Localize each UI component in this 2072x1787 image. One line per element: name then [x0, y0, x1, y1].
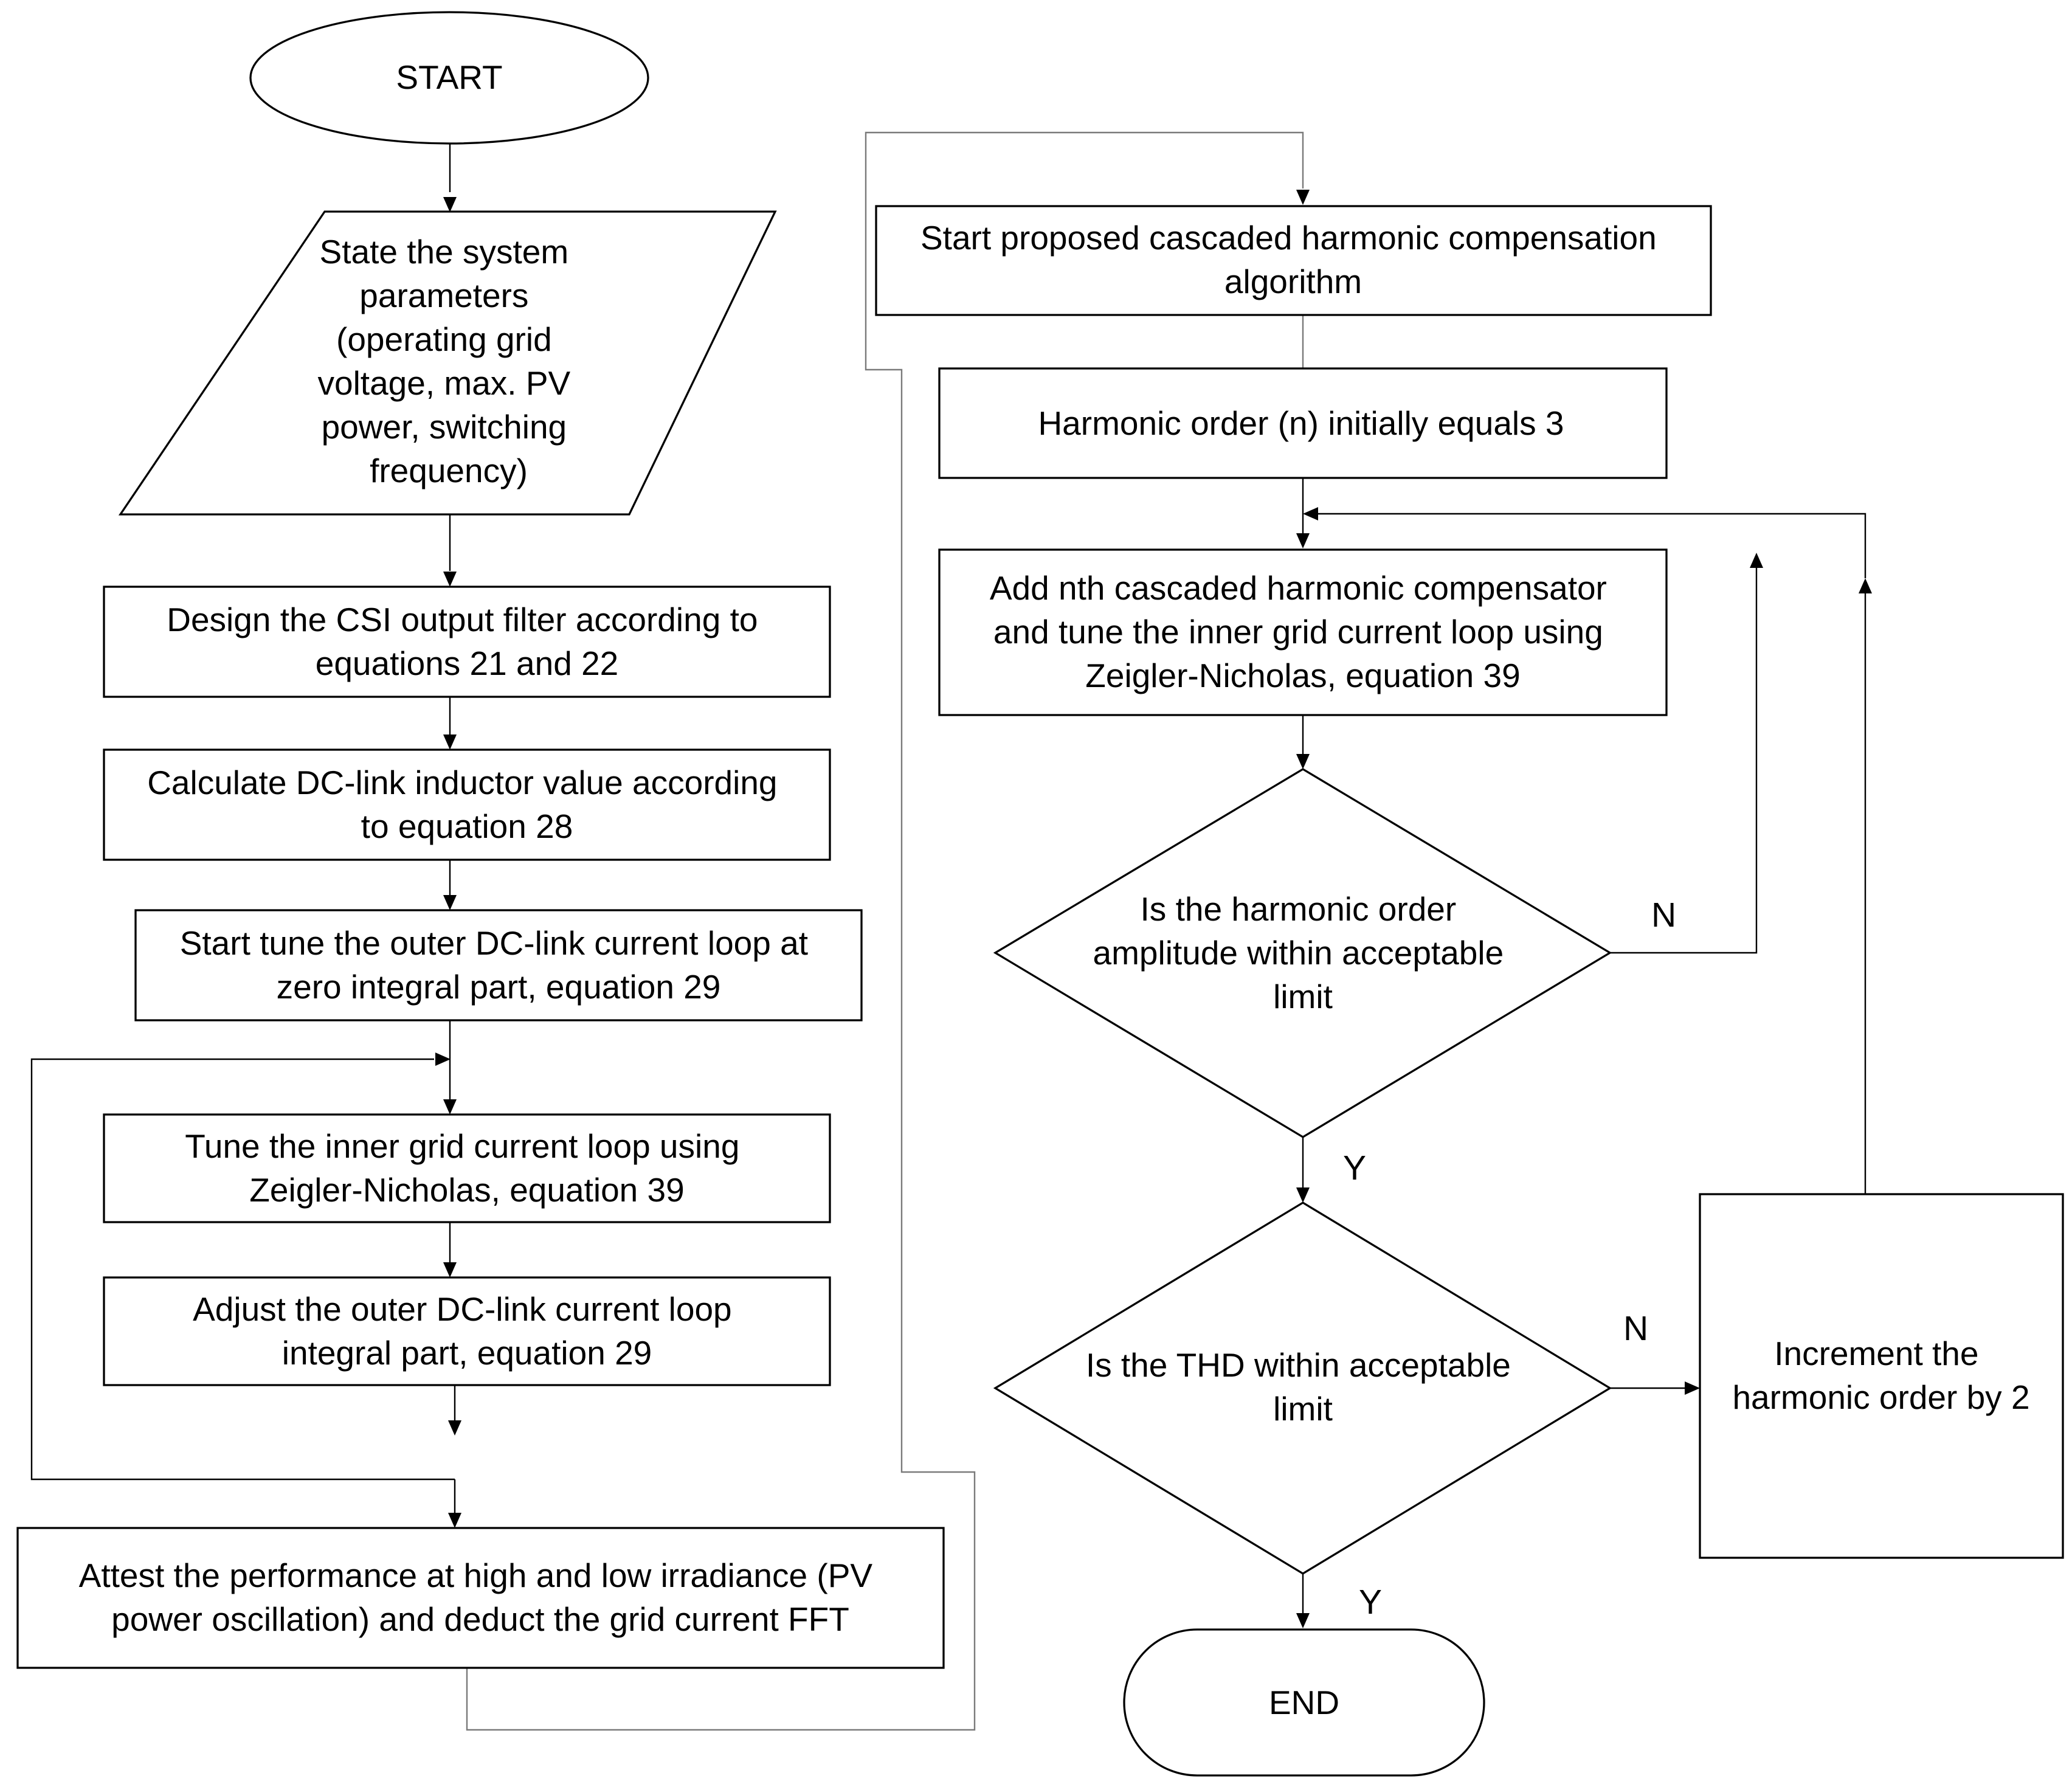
inductor-label-line: Calculate DC-link inductor value accordi…: [147, 764, 777, 801]
outer-tune-label-line: Start tune the outer DC-link current loo…: [180, 924, 808, 962]
arrow-left-loop: [435, 1052, 451, 1066]
arrow-params-filter: [443, 572, 457, 587]
arrow-amp-no: [1750, 553, 1763, 568]
arrow-attest-cascaded: [1296, 190, 1310, 205]
adjust-label-line: integral part, equation 29: [282, 1334, 652, 1372]
cascaded-label-line: Start proposed cascaded harmonic compens…: [920, 219, 1657, 257]
check-amp-decision-shape: [993, 768, 1612, 1138]
add-comp-label-line: Zeigler-Nicholas, equation 39: [1085, 657, 1520, 694]
attest-label: Attest the performance at high and low i…: [79, 1557, 882, 1638]
params-label-line: voltage, max. PV: [317, 364, 570, 402]
check-amp-label-line: Is the harmonic order: [1141, 890, 1457, 928]
outer-tune-label-line: zero integral part, equation 29: [277, 968, 721, 1006]
harmonic-init-label-line: Harmonic order (n) initially equals 3: [1038, 404, 1564, 442]
attest-label-line: power oscillation) and deduct the grid c…: [111, 1600, 849, 1638]
inductor-process-box: [103, 748, 831, 861]
cascaded-label: Start proposed cascaded harmonic compens…: [920, 219, 1666, 300]
start-label: START: [396, 58, 502, 96]
amp-yes-label: Y: [1343, 1149, 1366, 1187]
arrow-thd-no: [1685, 1381, 1700, 1395]
arrow-thd-yes: [1296, 1613, 1310, 1628]
arrow-start-params: [443, 197, 457, 212]
filter-label-line: Design the CSI output filter according t…: [167, 601, 758, 638]
inner-tune-label: Tune the inner grid current loop using Z…: [185, 1127, 748, 1209]
check-amp-label-line: limit: [1273, 978, 1333, 1015]
increment-label: Increment the harmonic order by 2: [1732, 1335, 2029, 1416]
increment-process-box: [1699, 1193, 2064, 1559]
harmonic-init-label: Harmonic order (n) initially equals 3: [1038, 404, 1564, 442]
check-thd-decision-shape: [993, 1201, 1612, 1575]
inductor-label-line: to equation 28: [361, 807, 573, 845]
start-label-line: START: [396, 58, 502, 96]
arrow-add-checkamp: [1296, 754, 1310, 769]
thd-yes-label: Y: [1359, 1583, 1382, 1622]
thd-no-label: N: [1623, 1309, 1648, 1348]
arrow-filter-inductor: [443, 735, 457, 750]
add-comp-label-line: Add nth cascaded harmonic compensator: [990, 569, 1607, 607]
inner-tune-process-box: [103, 1113, 831, 1223]
cascaded-process-box: [875, 205, 1712, 316]
adjust-label: Adjust the outer DC-link current loop in…: [193, 1290, 741, 1372]
check-amp-label: Is the harmonic order amplitude within a…: [1093, 890, 1513, 1015]
adjust-label-line: Adjust the outer DC-link current loop: [193, 1290, 732, 1328]
arrow-loop-entry: [1303, 507, 1318, 520]
inner-tune-label-line: Zeigler-Nicholas, equation 39: [249, 1171, 684, 1209]
end-label: END: [1269, 1684, 1339, 1721]
cascaded-label-line: algorithm: [1224, 263, 1362, 300]
params-label-line: power, switching: [322, 408, 567, 446]
edge-labels: N Y N Y: [1343, 896, 1676, 1622]
add-comp-label: Add nth cascaded harmonic compensator an…: [990, 569, 1616, 694]
arrow-adjust-junction: [448, 1420, 461, 1436]
attest-label-line: Attest the performance at high and low i…: [79, 1557, 873, 1594]
check-amp-label-line: amplitude within acceptable: [1093, 934, 1504, 972]
nodes: [16, 11, 2064, 1777]
check-thd-label-line: limit: [1273, 1390, 1333, 1428]
params-label-line: (operating grid: [336, 320, 552, 358]
check-thd-label-line: Is the THD within acceptable: [1086, 1346, 1511, 1384]
node-labels: START State the system parameters (opera…: [79, 58, 2030, 1721]
connector-amp-no: [1610, 568, 1758, 954]
outer-tune-label: Start tune the outer DC-link current loo…: [180, 924, 818, 1006]
connector-attest-cascaded: [466, 131, 1304, 1731]
connectors: [30, 131, 1872, 1731]
filter-process-box: [103, 586, 831, 698]
end-label-line: END: [1269, 1684, 1339, 1721]
increment-label-line: harmonic order by 2: [1732, 1378, 2029, 1416]
outer-tune-process-box: [134, 909, 863, 1021]
arrow-outer-inner: [443, 1099, 457, 1115]
increment-label-line: Increment the: [1774, 1335, 1978, 1372]
inductor-label: Calculate DC-link inductor value accordi…: [147, 764, 787, 845]
params-label: State the system parameters (operating g…: [317, 233, 579, 489]
connector-left-loop: [30, 1058, 455, 1481]
harmonic-init-process-box: [938, 367, 1668, 479]
arrow-amp-yes: [1296, 1187, 1310, 1203]
params-label-line: parameters: [359, 277, 528, 314]
params-input-shape: [118, 210, 777, 516]
add-comp-process-box: [938, 548, 1668, 716]
amp-no-label: N: [1651, 896, 1676, 935]
arrow-inductor-outer: [443, 895, 457, 910]
check-thd-label: Is the THD within acceptable limit: [1086, 1346, 1520, 1428]
params-label-line: frequency): [370, 452, 528, 489]
attest-process-box: [16, 1527, 945, 1669]
add-comp-label-line: and tune the inner grid current loop usi…: [993, 613, 1603, 651]
arrow-harmonic-add: [1296, 533, 1310, 548]
filter-label: Design the CSI output filter according t…: [167, 601, 767, 682]
arrow-inner-adjust: [443, 1262, 457, 1277]
end-terminal: [1123, 1628, 1485, 1777]
filter-label-line: equations 21 and 22: [316, 645, 619, 682]
adjust-process-box: [103, 1276, 831, 1386]
arrow-increment-up: [1859, 578, 1872, 593]
arrow-junction-attest: [448, 1513, 461, 1528]
start-terminal: [249, 11, 649, 145]
connector-loop-entry: [1318, 513, 1867, 578]
params-label-line: State the system: [320, 233, 569, 271]
inner-tune-label-line: Tune the inner grid current loop using: [185, 1127, 739, 1165]
